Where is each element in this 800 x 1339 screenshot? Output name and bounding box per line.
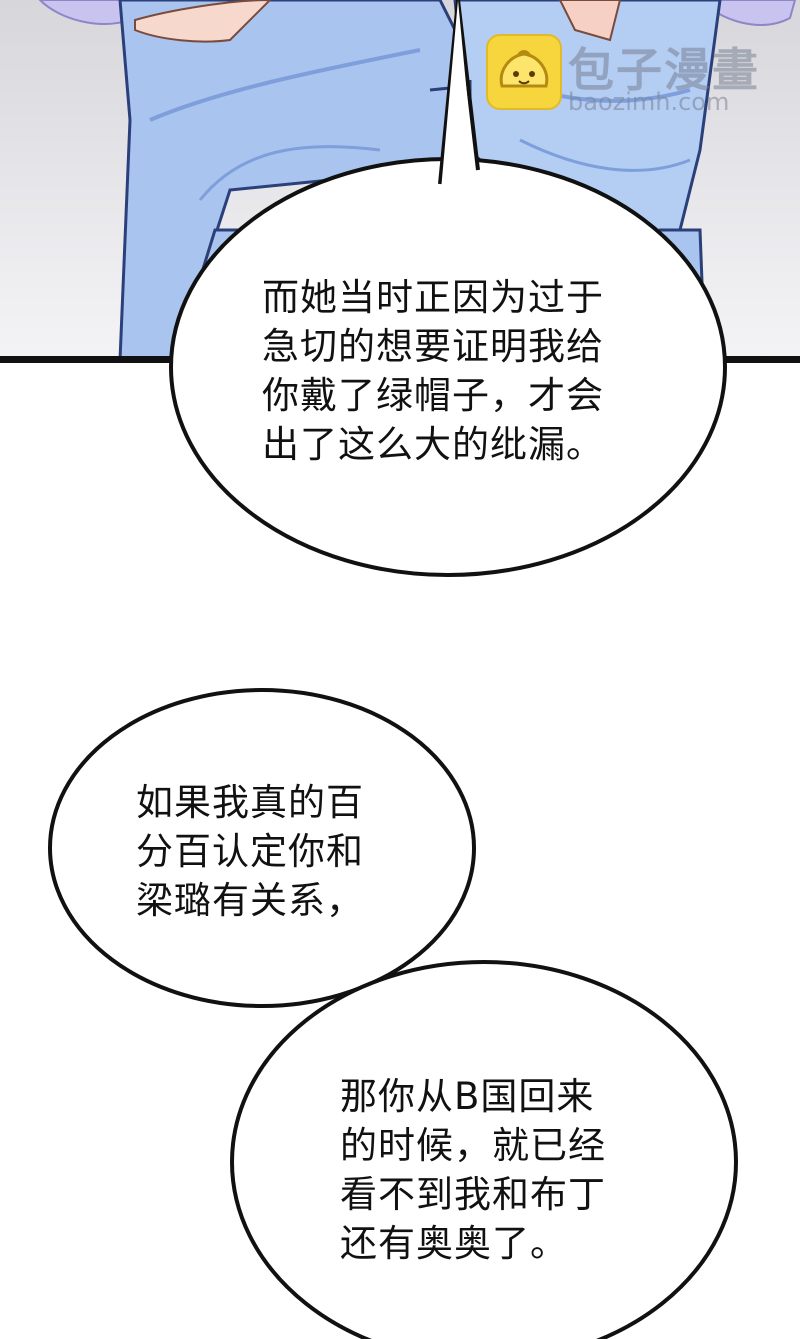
watermark-brand-cn: 包子漫畫 xyxy=(568,43,760,97)
steamed-bun-icon xyxy=(486,34,562,110)
speech-bubble-bottom-text: 那你从B国回来 的时候，就已经 看不到我和布丁 还有奥奥了。 xyxy=(340,1072,606,1268)
speech-bubble-top-text: 而她当时正因为过于 急切的想要证明我给 你戴了绿帽子，才会 出了这么大的纰漏。 xyxy=(262,273,604,469)
watermark-brand-en: baozimh.com xyxy=(568,88,730,116)
dialogue-line: 的时候，就已经 xyxy=(340,1124,606,1167)
dialogue-line: 出了这么大的纰漏。 xyxy=(262,423,604,466)
dialogue-line: 梁璐有关系， xyxy=(136,879,364,922)
watermark: 包子漫畫 baozimh.com xyxy=(486,30,786,120)
dialogue-line: 看不到我和布丁 xyxy=(340,1173,606,1216)
dialogue-line: 你戴了绿帽子，才会 xyxy=(262,374,604,417)
dialogue-line: 分百认定你和 xyxy=(136,830,364,873)
dialogue-line: 那你从B国回来 xyxy=(340,1075,595,1118)
dialogue-line: 急切的想要证明我给 xyxy=(262,325,604,368)
speech-bubble-bottom xyxy=(230,960,738,1339)
speech-bubble-middle xyxy=(48,688,476,1008)
dialogue-line: 如果我真的百 xyxy=(136,781,364,824)
speech-bubble-middle-text: 如果我真的百 分百认定你和 梁璐有关系， xyxy=(136,778,364,925)
dialogue-line: 还有奥奥了。 xyxy=(340,1222,568,1265)
dialogue-line: 而她当时正因为过于 xyxy=(262,276,604,319)
